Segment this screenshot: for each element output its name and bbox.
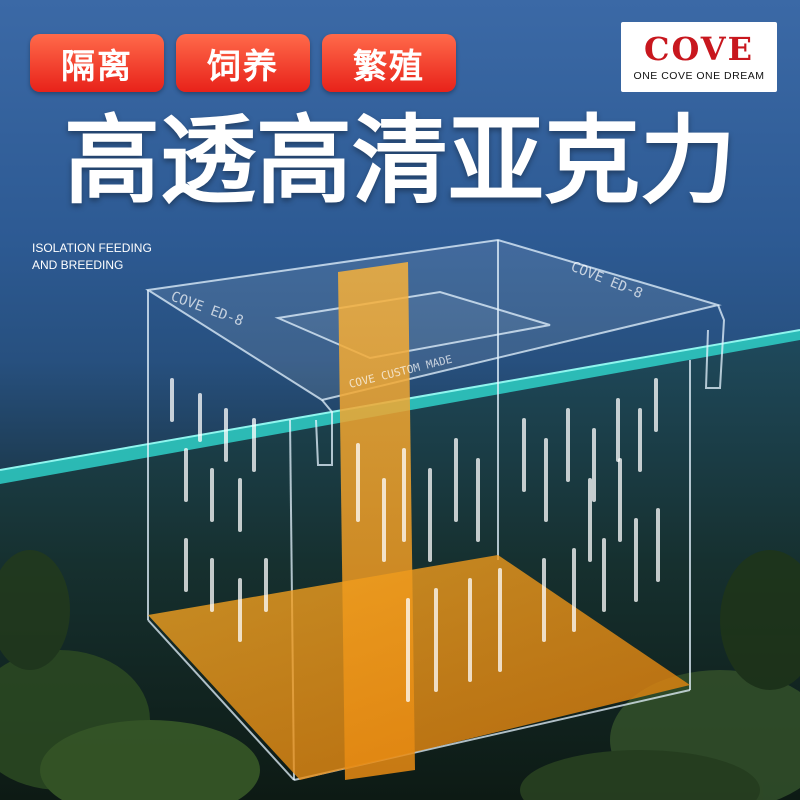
subtitle-line2: AND BREEDING: [32, 258, 124, 272]
tag-breeding: 繁殖: [322, 34, 456, 92]
vent-slots: [170, 378, 660, 702]
tag-feeding: 饲养: [176, 34, 310, 92]
orange-floor-panel: [148, 555, 690, 780]
subtitle-line1: ISOLATION FEEDING: [32, 241, 152, 255]
headline: 高透高清亚克力: [64, 105, 736, 217]
cove-logo: COVE ONE COVE ONE DREAM: [621, 22, 777, 92]
logo-word: COVE: [644, 30, 754, 68]
subtitle: ISOLATION FEEDING AND BREEDING: [32, 240, 202, 274]
tag-isolation: 隔离: [30, 34, 164, 92]
logo-slogan: ONE COVE ONE DREAM: [633, 70, 765, 82]
aquarium-plants: [0, 550, 800, 800]
